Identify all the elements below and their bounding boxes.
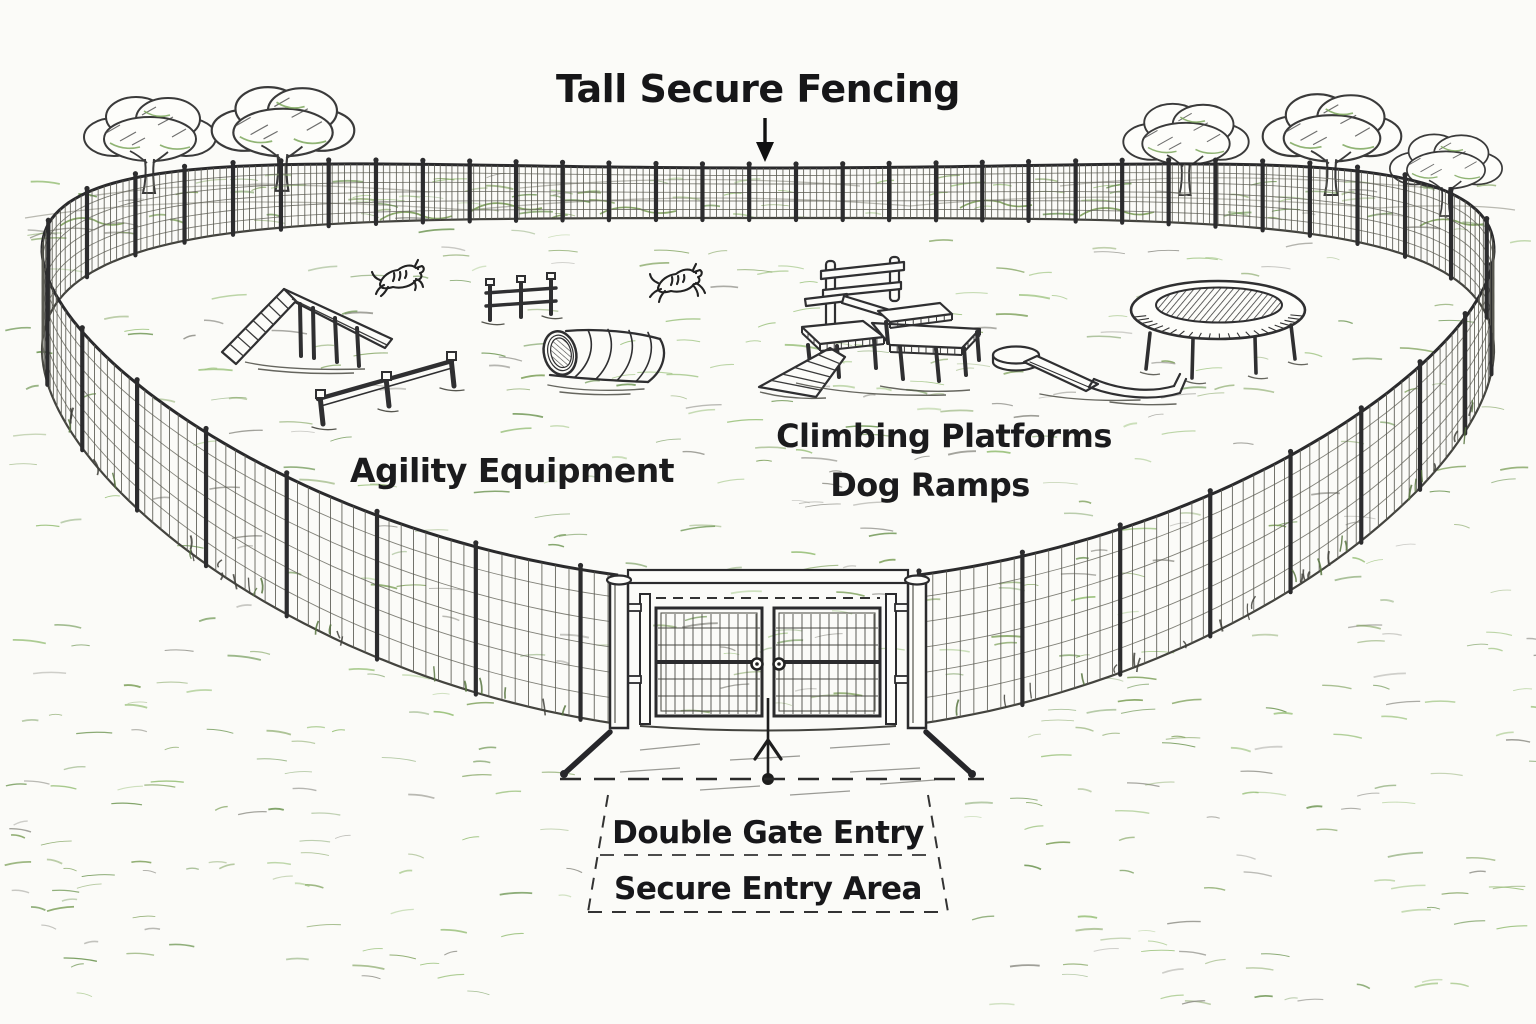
entry-arrow-up-icon xyxy=(753,738,783,761)
dog-ramp-icon xyxy=(991,345,1188,406)
fence-arrow-down-icon xyxy=(756,142,774,162)
climbing-label-line1: Climbing Platforms xyxy=(776,417,1112,455)
low-bar-icon xyxy=(311,351,465,431)
page-title: Tall Secure Fencing xyxy=(556,67,960,111)
secure-entry-area-outline xyxy=(587,794,949,913)
entry-label-line1: Double Gate Entry xyxy=(612,815,924,851)
entry-label-line2: Secure Entry Area xyxy=(614,871,922,907)
agility-label: Agility Equipment xyxy=(350,451,675,490)
climbing-label-line2: Dog Ramps xyxy=(830,466,1030,504)
a-frame-ramp-icon xyxy=(220,287,394,375)
bush-scribbles xyxy=(59,199,1485,227)
double-gate-icon xyxy=(560,568,976,796)
perimeter-fence xyxy=(40,157,1496,728)
agility-equipment xyxy=(220,255,1309,431)
fencing-annotation: Tall Secure Fencing xyxy=(556,67,960,162)
platform-rim-ticks xyxy=(801,314,1304,356)
climbing-platforms-icon xyxy=(757,255,982,400)
jump-hurdle-icon xyxy=(481,272,563,326)
gate-brace xyxy=(563,729,973,775)
tree-icon xyxy=(83,96,217,194)
gate-door[interactable] xyxy=(654,606,764,718)
round-platform-icon xyxy=(1129,279,1309,385)
gate-post xyxy=(605,574,931,730)
running-dog-icon xyxy=(648,262,707,304)
tunnel-icon xyxy=(542,328,666,396)
gate-door[interactable] xyxy=(772,606,882,718)
entry-annotation: Double Gate Entry Secure Entry Area xyxy=(560,698,984,913)
running-dog-icon xyxy=(370,258,425,298)
